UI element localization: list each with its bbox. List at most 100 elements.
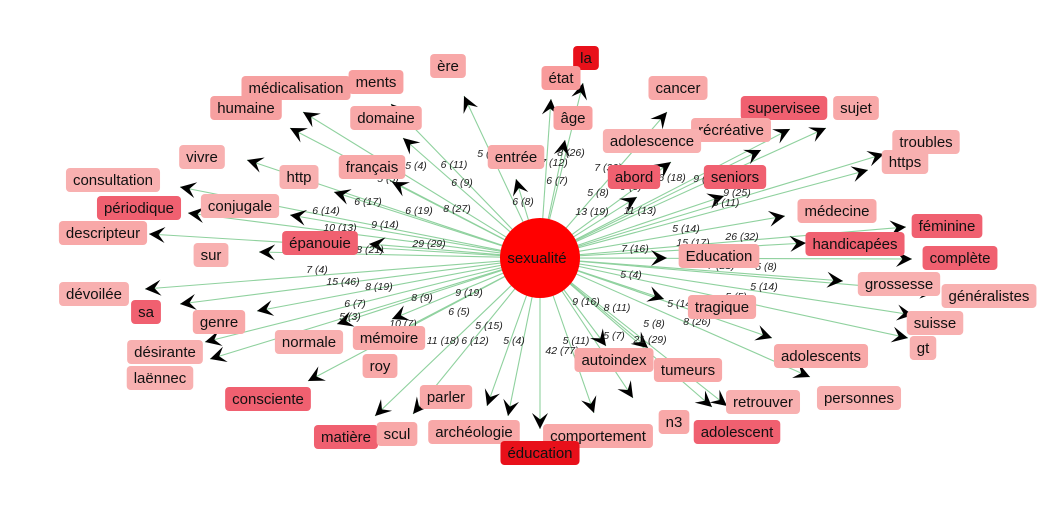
node-consciente[interactable]: consciente [225, 387, 311, 411]
node-tumeurs[interactable]: tumeurs [653, 358, 723, 382]
node-label: handicapées [812, 236, 897, 253]
node-periodique[interactable]: périodique [96, 196, 182, 220]
node-la[interactable]: la [573, 46, 599, 70]
node-sa[interactable]: sa [131, 300, 161, 324]
node-personnes[interactable]: personnes [816, 386, 902, 410]
node-desirante[interactable]: désirante [127, 340, 203, 364]
arrowhead-icon [392, 305, 410, 321]
edge-weight-label: 5 (14) [667, 298, 694, 310]
node-laennec[interactable]: laënnec [126, 366, 194, 390]
node-label: comportement [550, 428, 647, 445]
edge-weight-label: 5 (14) [672, 223, 699, 235]
node-abord[interactable]: abord [607, 165, 661, 189]
node-matiere[interactable]: matière [313, 425, 379, 449]
node-box [833, 96, 879, 120]
node-box [96, 196, 182, 220]
node-box [362, 354, 398, 378]
node-grossesse[interactable]: grossesse [857, 272, 941, 296]
node-scul[interactable]: scul [376, 422, 418, 446]
node-box [65, 168, 161, 192]
arrowhead-icon [706, 193, 724, 209]
node-box [740, 96, 828, 120]
node-consultation[interactable]: consultation [65, 168, 161, 192]
edge-weight-label: 8 (9) [411, 292, 433, 304]
edge-weight-label: 6 (14) [312, 205, 339, 217]
node-handicapees[interactable]: handicapées [805, 232, 905, 256]
node-vivre[interactable]: vivre [179, 145, 225, 169]
node-retrouver[interactable]: retrouver [725, 390, 801, 414]
node-adolescents[interactable]: adolescents [773, 344, 869, 368]
node-supervisee[interactable]: supervisee [740, 96, 828, 120]
node-conjugale[interactable]: conjugale [200, 194, 280, 218]
node-ere[interactable]: ère [430, 54, 466, 78]
node-tragique[interactable]: tragique [687, 295, 757, 319]
node-n3[interactable]: n3 [658, 410, 690, 434]
edge-periodique [187, 212, 541, 259]
node-sujet[interactable]: sujet [833, 96, 879, 120]
node-box [658, 410, 690, 434]
node-http[interactable]: http [279, 165, 319, 189]
arrowhead-icon [180, 182, 198, 198]
node-label: grossesse [865, 276, 933, 293]
arrowhead-icon [392, 182, 410, 197]
node-domaine[interactable]: domaine [350, 106, 422, 130]
node-archeologie[interactable]: archéologie [428, 420, 520, 444]
node-education[interactable]: Education [678, 244, 760, 268]
node-box [687, 295, 757, 319]
node-education[interactable]: éducation [500, 441, 580, 465]
node-francais[interactable]: français [338, 155, 406, 179]
node-label: entrée [495, 149, 538, 166]
hub-node[interactable]: sexualité [500, 218, 580, 298]
node-epanouie[interactable]: épanouie [282, 231, 358, 255]
node-troubles[interactable]: troubles [892, 130, 960, 154]
node-label: seniors [711, 169, 759, 186]
edge-weight-label: 5 (4) [503, 335, 525, 347]
node-entree[interactable]: entrée [487, 145, 545, 169]
node-suisse[interactable]: suisse [906, 311, 964, 335]
node-complete[interactable]: complète [922, 246, 998, 270]
node-recreative[interactable]: récréative [691, 118, 771, 142]
node-gt[interactable]: gt [909, 336, 937, 360]
node-feminine[interactable]: féminine [911, 214, 983, 238]
node-box [541, 66, 581, 90]
node-medecine[interactable]: médecine [797, 199, 877, 223]
node-medicalisation[interactable]: médicalisation [241, 76, 351, 100]
arrowhead-icon [630, 331, 648, 348]
edge-weight-label: 8 (27) [443, 203, 470, 215]
node-memoire[interactable]: mémoire [352, 326, 426, 350]
node-etat[interactable]: état [541, 66, 581, 90]
node-https[interactable]: https [881, 150, 929, 174]
node-devoilee[interactable]: dévoilée [59, 282, 129, 306]
arrowhead-icon [651, 250, 667, 266]
edge-https [539, 169, 869, 259]
node-box [350, 106, 422, 130]
node-autoindex[interactable]: autoindex [574, 348, 654, 372]
edge-weight-label: 5 (7) [603, 330, 625, 342]
node-descripteur[interactable]: descripteur [58, 221, 148, 245]
node-label: périodique [104, 200, 174, 217]
arrowhead-icon [303, 112, 321, 128]
node-ments[interactable]: ments [348, 70, 404, 94]
node-normale[interactable]: normale [274, 330, 344, 354]
node-humaine[interactable]: humaine [210, 96, 282, 120]
edge-suisse [539, 257, 914, 316]
node-adolescence[interactable]: adolescence [602, 129, 702, 153]
node-cancer[interactable]: cancer [648, 76, 708, 100]
node-age[interactable]: âge [553, 106, 593, 130]
edge-weight-label: 26 (32) [724, 231, 758, 243]
node-adolescent[interactable]: adolescent [693, 420, 781, 444]
node-sur[interactable]: sur [193, 243, 229, 267]
node-roy[interactable]: roy [362, 354, 398, 378]
node-parler[interactable]: parler [419, 385, 473, 409]
edge-weight-label: 15 (46) [326, 276, 359, 288]
arrowhead-icon [257, 300, 275, 316]
node-label: la [580, 50, 592, 67]
node-label: sujet [840, 100, 873, 117]
edge-laennec [209, 257, 541, 360]
node-seniors[interactable]: seniors [703, 165, 767, 189]
edge-weight-label: 5 (8) [643, 318, 665, 330]
node-genre[interactable]: genre [192, 310, 246, 334]
node-generalistes[interactable]: généralistes [941, 284, 1037, 308]
arrowhead-icon [754, 325, 772, 341]
